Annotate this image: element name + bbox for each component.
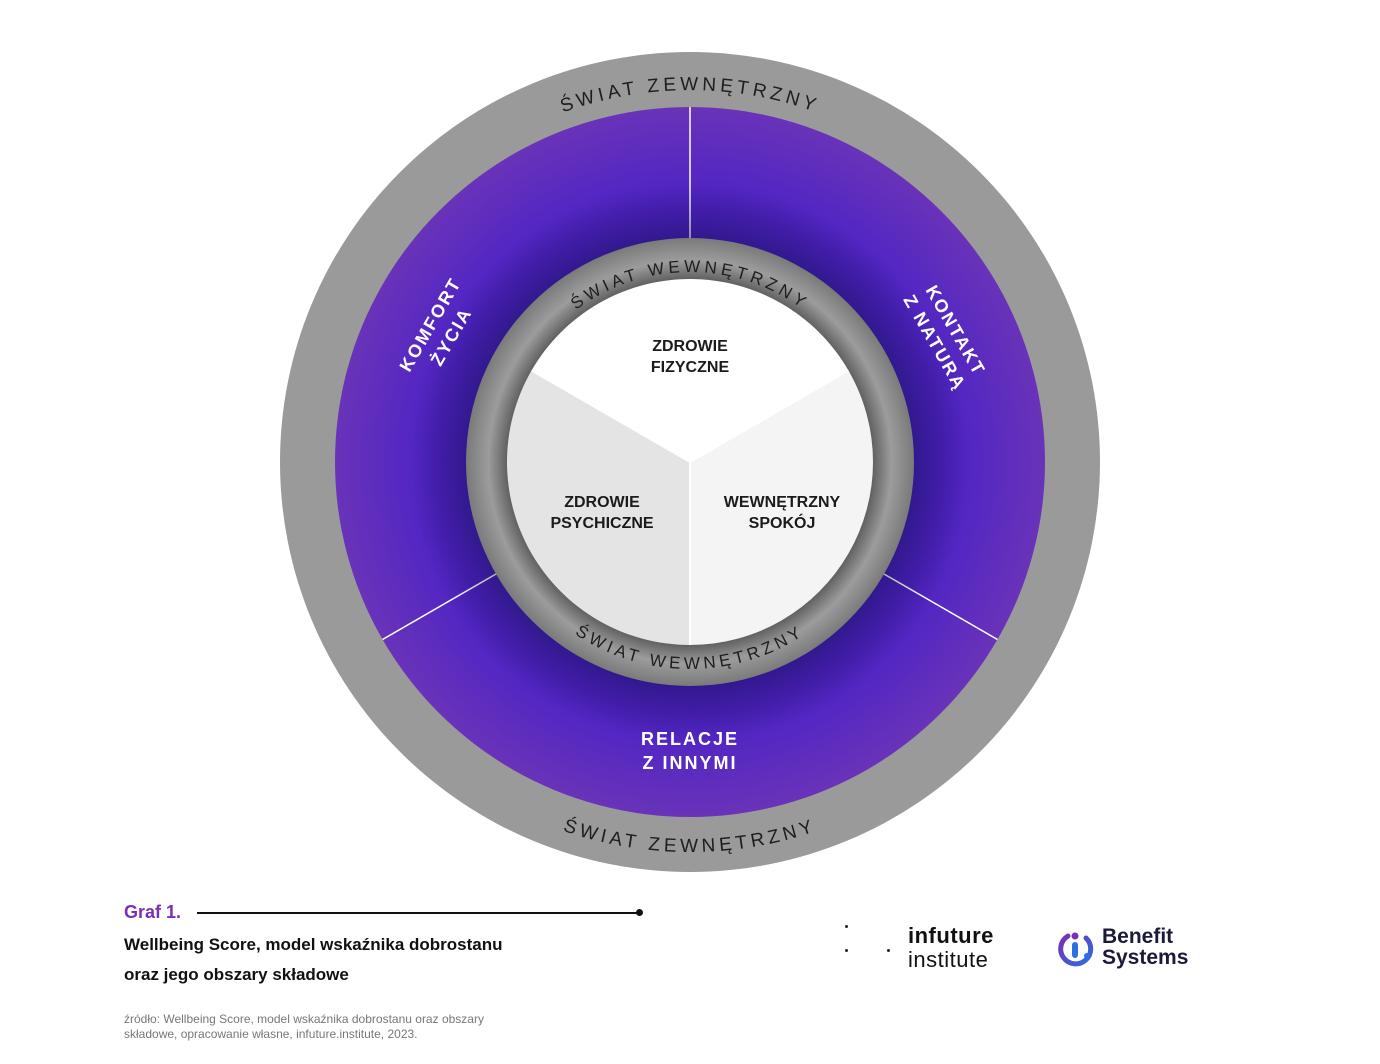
label-wewnetrzny-spokoj-line-1: WEWNĘTRZNY (724, 494, 841, 511)
source-note: źródło: Wellbeing Score, model wskaźnika… (124, 1012, 544, 1042)
label-zdrowie-fizyczne-line-1: ZDROWIE (652, 338, 728, 355)
infuture-logo-word-2: institute (908, 947, 989, 972)
benefit-systems-logo: Benefit Systems (1056, 924, 1216, 974)
caption-divider-dot (636, 909, 643, 916)
source-line-2: składowe, opracowanie własne, infuture.i… (124, 1027, 418, 1041)
center-separator (531, 369, 691, 463)
caption-title: Wellbeing Score, model wskaźnika dobrost… (124, 930, 684, 990)
caption-title-line-1: Wellbeing Score, model wskaźnika dobrost… (124, 935, 503, 954)
center-sector-wewnetrzny-spokoj (690, 370, 873, 645)
label-relacje-z-innymi-line-2: Z INNYMI (643, 753, 738, 773)
infuture-institute-logo: infuture institute (840, 920, 1030, 980)
caption-label: Graf 1. (124, 902, 182, 922)
benefit-systems-icon (1058, 932, 1094, 967)
label-relacje-z-innymi-line-1: RELACJE (641, 729, 739, 749)
source-line-1: źródło: Wellbeing Score, model wskaźnika… (124, 1012, 484, 1026)
center-sector-zdrowie-psychiczne (506, 370, 690, 645)
center-separator (689, 369, 849, 463)
label-relacje-z-innymi: RELACJE Z INNYMI (641, 729, 739, 773)
label-zdrowie-fizyczne-line-2: FIZYCZNE (651, 359, 730, 376)
caption-divider (197, 912, 640, 914)
benefit-logo-word-1: Benefit (1102, 925, 1174, 948)
benefit-logo-word-2: Systems (1102, 946, 1189, 969)
infuture-logo-word-1: infuture (908, 923, 994, 948)
caption-title-line-2: oraz jego obszary składowe (124, 965, 349, 984)
label-wewnetrzny-spokoj-line-2: SPOKÓJ (749, 513, 816, 532)
label-zdrowie-psychiczne-line-2: PSYCHICZNE (550, 515, 653, 532)
label-zdrowie-psychiczne-line-1: ZDROWIE (564, 494, 640, 511)
